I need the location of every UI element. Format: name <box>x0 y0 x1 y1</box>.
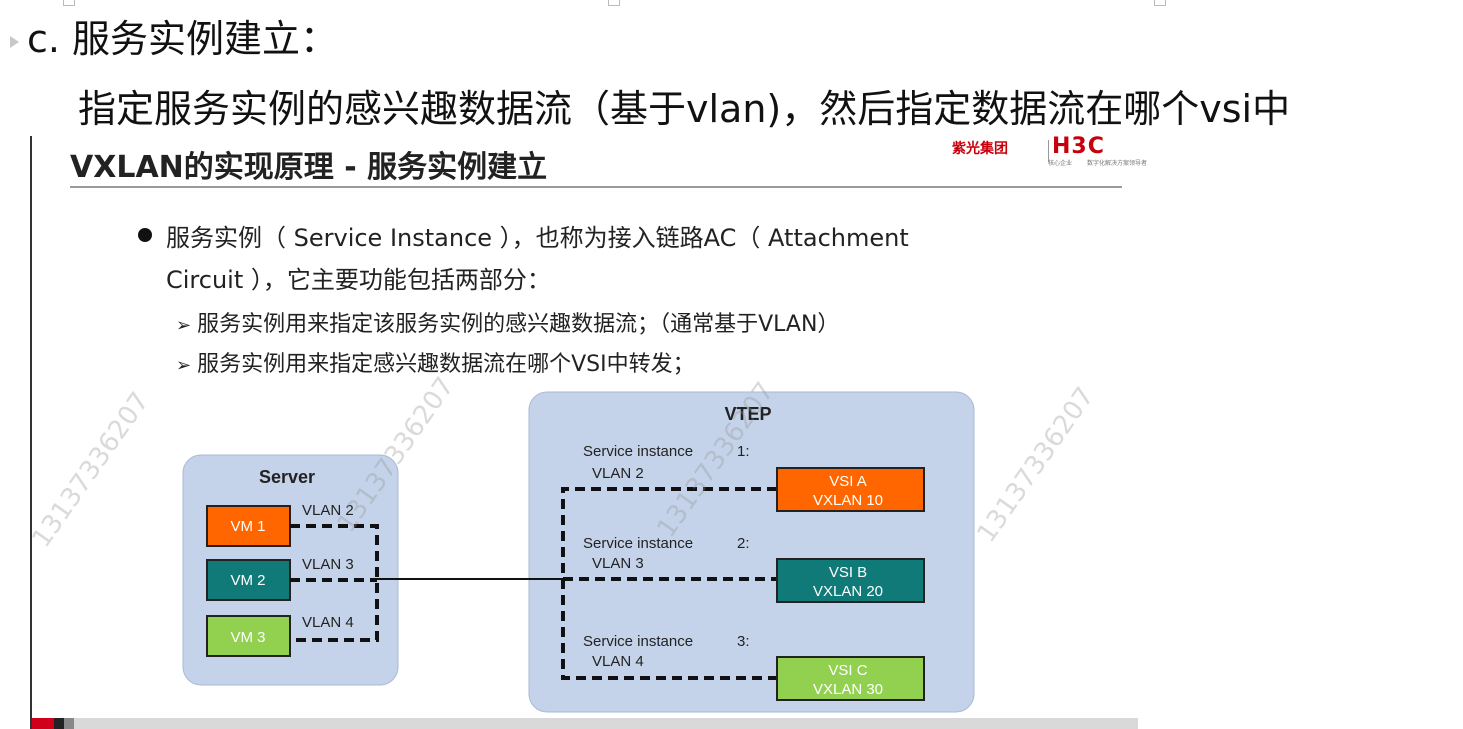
heading-line: c. 服务实例建立： <box>10 8 338 63</box>
footer-grey-block <box>64 718 74 729</box>
vtep-label: VTEP <box>724 404 771 424</box>
sub-bullet-1: ➢服务实例用来指定该服务实例的感兴趣数据流；（通常基于VLAN） <box>176 306 839 338</box>
vsi-a-vxlan: VXLAN 10 <box>813 492 883 509</box>
arrow-bullet-icon: ➢ <box>176 355 192 376</box>
service-instance-1-vlan: VLAN 2 <box>592 465 644 482</box>
h3c-logo: 紫光集团 H3C 核心企业 数字化解决方案领导者 <box>952 134 1147 168</box>
vm-3-label: VM 3 <box>230 629 265 646</box>
server-dashed-links <box>290 524 379 642</box>
footer-red-block <box>32 718 54 729</box>
subheading-text: 指定服务实例的感兴趣数据流（基于vlan)，然后指定数据流在哪个vsi中 <box>78 87 1291 131</box>
logo-tagline-2: 数字化解决方案领导者 <box>1087 160 1148 167</box>
server-vlan-4-label: VLAN 4 <box>302 614 354 631</box>
bullet-dot-icon <box>138 228 152 242</box>
service-instance-2-vlan: VLAN 3 <box>592 555 644 572</box>
top-marker-right <box>1154 0 1166 6</box>
sub-bullet-2-text: 服务实例用来指定感兴趣数据流在哪个VSI中转发； <box>197 352 695 377</box>
vm-2-label: VM 2 <box>230 572 265 589</box>
service-instance-1-num: 1: <box>737 443 750 460</box>
vtep-dashed-links <box>561 487 777 680</box>
vtep-trunk-dashes <box>561 487 777 680</box>
vm-3-rect <box>206 615 291 657</box>
slide-title-rule <box>70 186 1122 188</box>
service-instance-3-vlan: VLAN 4 <box>592 653 644 670</box>
bullet-line-2: Circuit ），它主要功能包括两部分： <box>166 266 551 294</box>
service-instance-1-title: Service instance <box>583 443 693 460</box>
vsi-c-label: VSI C <box>828 662 867 679</box>
vsi-b-label: VSI B <box>829 564 867 581</box>
logo-divider <box>1048 140 1049 162</box>
top-marker-mid <box>608 0 620 6</box>
vsi-c-vxlan: VXLAN 30 <box>813 681 883 698</box>
vsi-a-rect <box>776 467 925 512</box>
server-trunk-dashes <box>290 524 379 642</box>
heading-text: c. 服务实例建立： <box>27 17 339 61</box>
slide-footer-bar <box>32 718 1138 729</box>
vsi-box-a: VSI A VXLAN 10 <box>776 467 925 512</box>
sub-bullet-1-text: 服务实例用来指定该服务实例的感兴趣数据流；（通常基于VLAN） <box>197 312 840 337</box>
service-instance-2-title: Service instance <box>583 535 693 552</box>
vm-box-3: VM 3 <box>206 615 291 657</box>
footer-dark-block <box>54 718 64 729</box>
server-vlan-3-label: VLAN 3 <box>302 556 354 573</box>
service-instance-3-title: Service instance <box>583 633 693 650</box>
arrow-bullet-icon: ➢ <box>176 315 192 336</box>
slide-title: VXLAN的实现原理 - 服务实例建立 <box>70 150 548 185</box>
vsi-a-label: VSI A <box>829 473 867 490</box>
vsi-c-rect <box>776 656 925 701</box>
top-marker-left <box>63 0 75 6</box>
vm-1-rect <box>206 505 291 547</box>
bullet-line-1: 服务实例（ Service Instance ），也称为接入链路AC（ Atta… <box>166 224 909 252</box>
logo-brand-text: H3C <box>1052 134 1105 159</box>
vsi-b-rect <box>776 558 925 603</box>
triangle-bullet-icon <box>10 35 19 48</box>
logo-cn-text: 紫光集团 <box>952 141 1008 157</box>
service-instance-3-num: 3: <box>737 633 750 650</box>
sub-bullet-2: ➢服务实例用来指定感兴趣数据流在哪个VSI中转发； <box>176 346 695 378</box>
vm-2-rect <box>206 559 291 601</box>
vm-box-1: VM 1 <box>206 505 291 547</box>
server-vlan-2-label: VLAN 2 <box>302 502 354 519</box>
server-label: Server <box>259 467 315 487</box>
service-instance-2-num: 2: <box>737 535 750 552</box>
vsi-box-c: VSI C VXLAN 30 <box>776 656 925 701</box>
logo-tagline-1: 核心企业 <box>1048 160 1073 167</box>
vsi-box-b: VSI B VXLAN 20 <box>776 558 925 603</box>
vsi-b-vxlan: VXLAN 20 <box>813 583 883 600</box>
vm-box-2: VM 2 <box>206 559 291 601</box>
vm-1-label: VM 1 <box>230 518 265 535</box>
